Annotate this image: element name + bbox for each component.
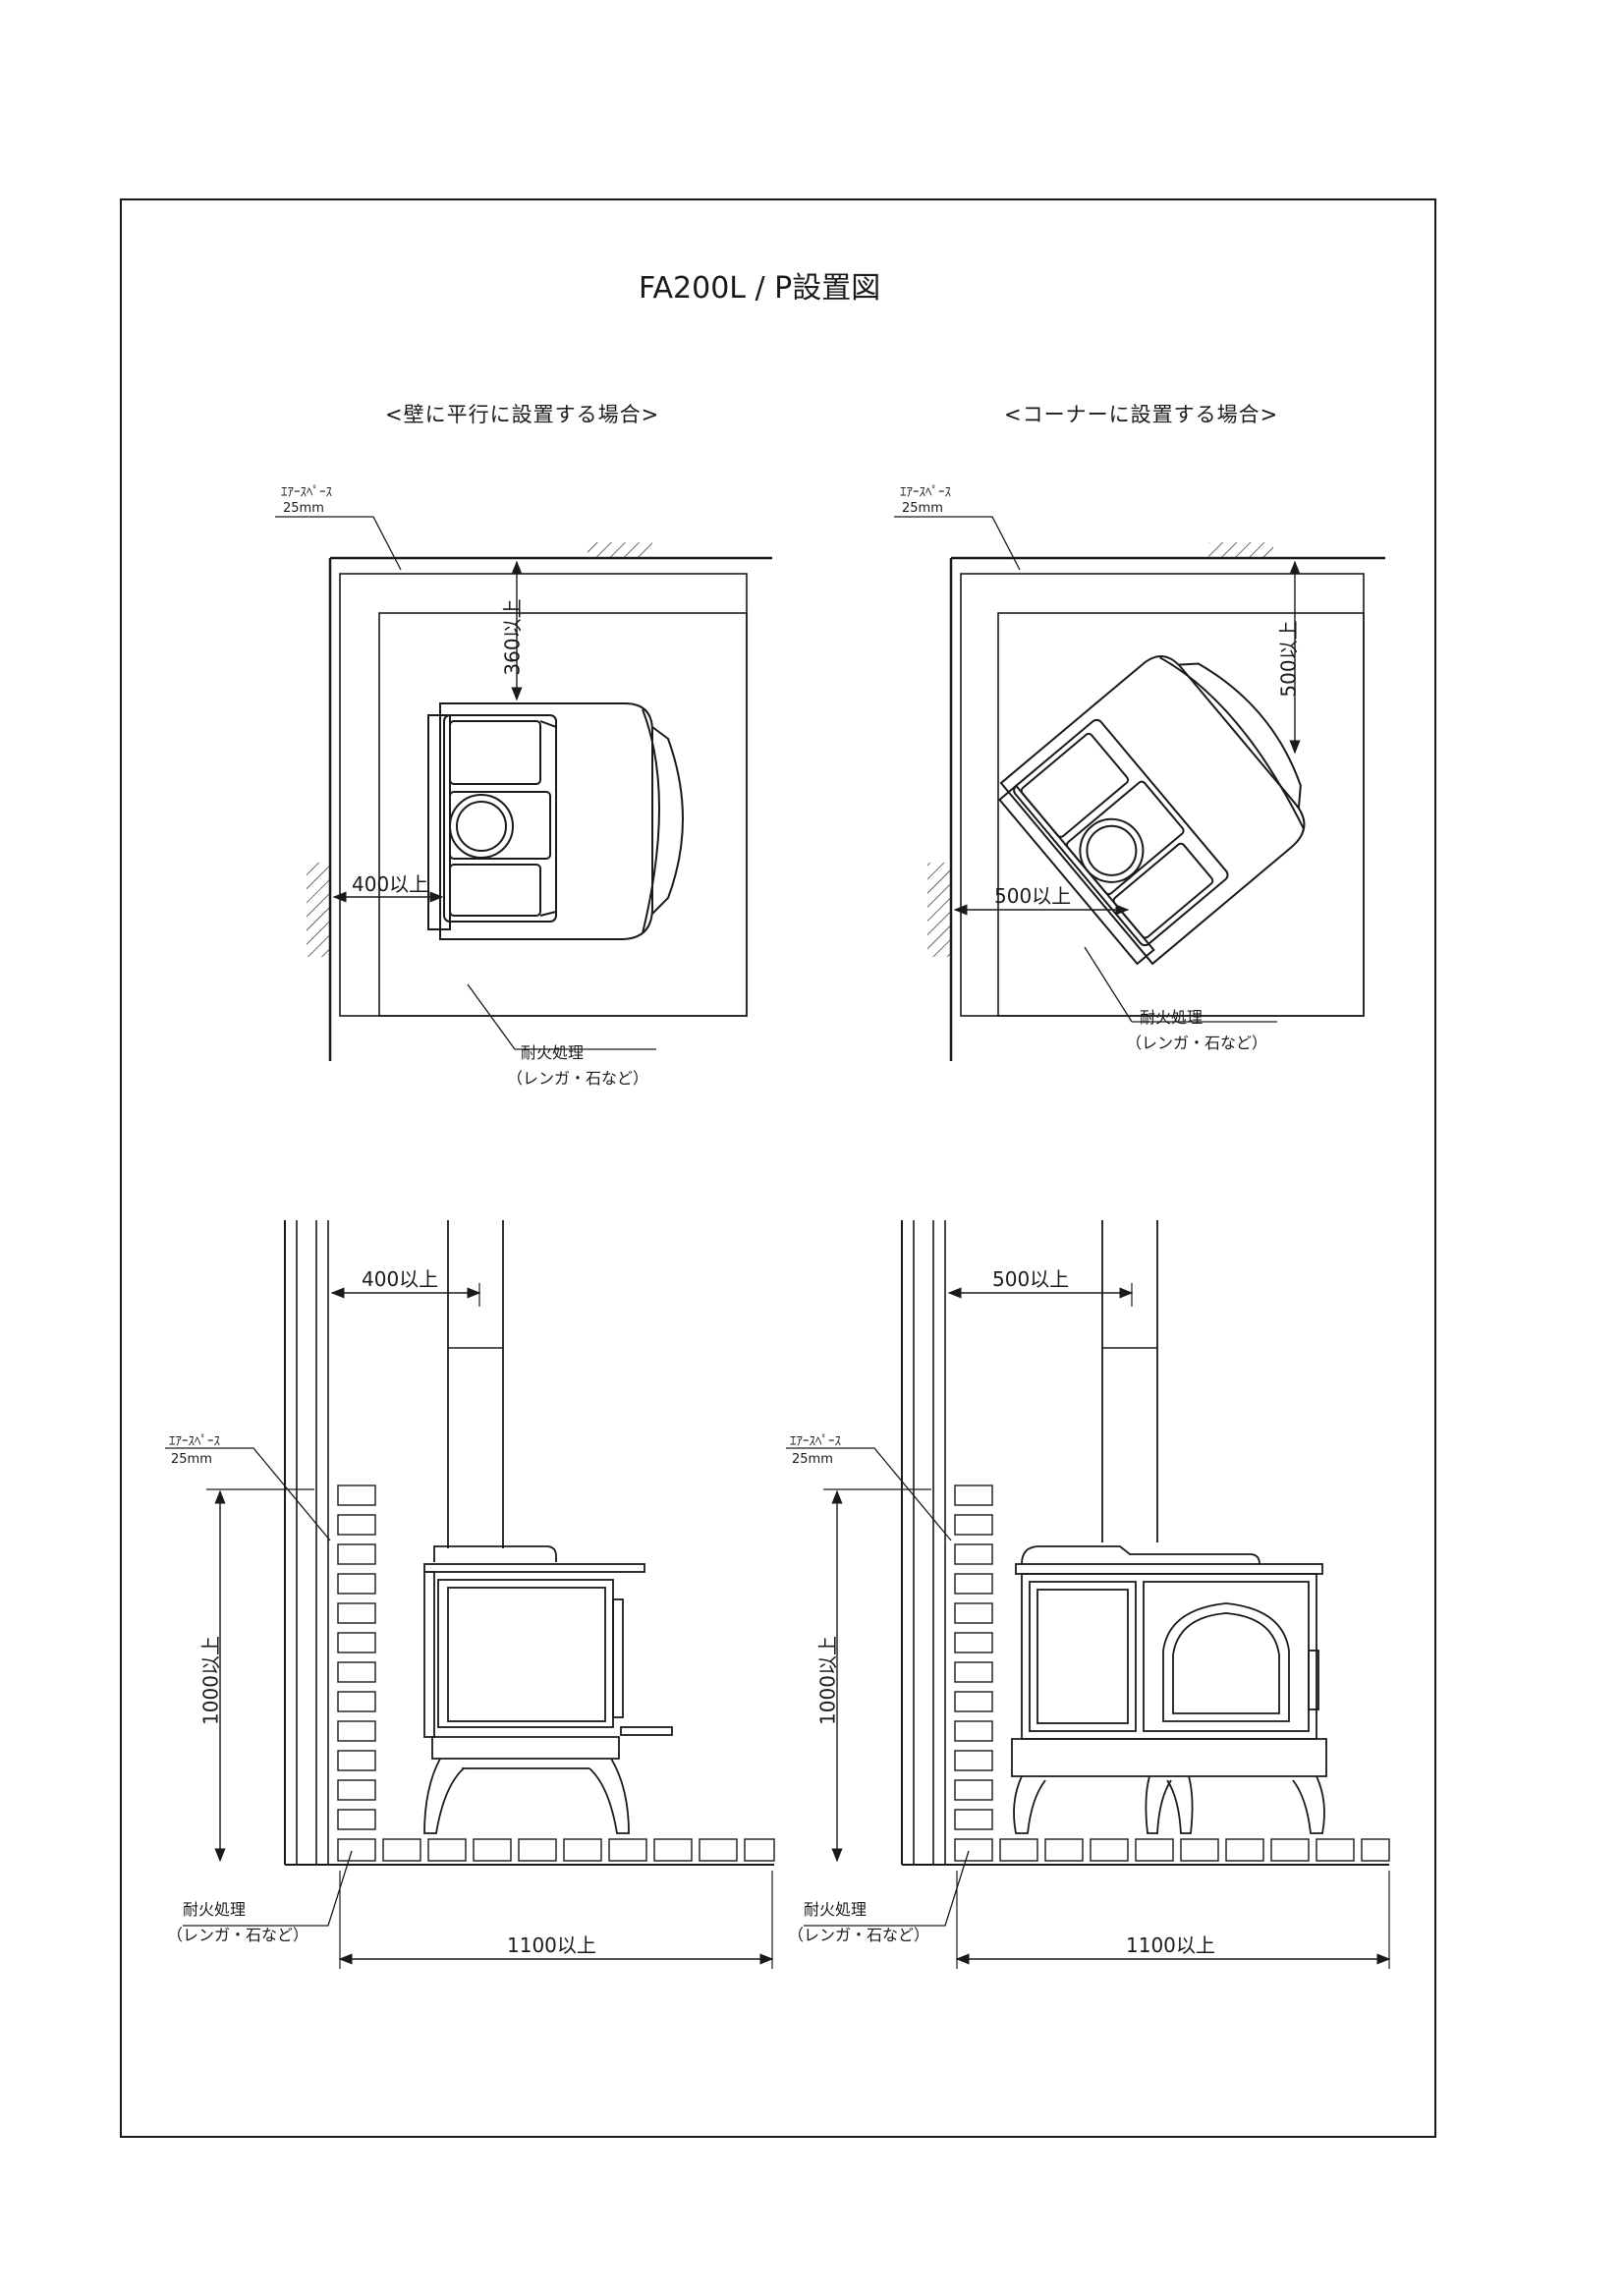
dim-label-1000: 1000以上 <box>198 1636 223 1725</box>
stove-front <box>1011 1545 1327 1834</box>
fireproof-note: （レンガ・石など） <box>167 1926 309 1944</box>
air-space-label: ｴｱｰｽﾍﾟｰｽ <box>790 1434 841 1449</box>
air-space-label: ｴｱｰｽﾍﾟｰｽ <box>169 1434 220 1449</box>
stove-plan-corner <box>997 655 1306 966</box>
air-space-value: 25mm <box>902 501 943 516</box>
page-title: FA200L / P設置図 <box>639 271 881 306</box>
fireproof-label: 耐火処理 <box>1140 1008 1204 1027</box>
fireproof-label: 耐火処理 <box>804 1900 868 1919</box>
plan-parallel <box>275 516 772 1061</box>
fireproof-note: （レンガ・石など） <box>1126 1034 1268 1052</box>
hearth-outline <box>997 612 1365 1017</box>
air-space-leader <box>275 516 402 571</box>
heading-parallel: <壁に平行に設置する場合> <box>385 403 660 426</box>
dim-label-1100: 1100以上 <box>507 1933 596 1957</box>
dim-label-360: 360以上 <box>500 598 525 676</box>
elevation-front <box>786 1220 1391 1969</box>
wall-hatch-top <box>1208 542 1273 558</box>
air-space-value: 25mm <box>792 1452 833 1467</box>
stove-side <box>423 1545 673 1834</box>
dim-label-1000: 1000以上 <box>815 1636 840 1725</box>
air-space-value: 25mm <box>171 1452 212 1467</box>
wall-hatch-top <box>588 542 652 558</box>
air-space-line <box>339 573 748 1017</box>
air-space-value: 25mm <box>283 501 324 516</box>
dim-label-500-plan: 500以上 <box>994 884 1072 908</box>
wall-hatch-left <box>927 863 951 957</box>
drawing-frame <box>120 198 1436 2138</box>
dim-label-1100: 1100以上 <box>1126 1933 1215 1957</box>
dim-label-500-back: 500以上 <box>1276 620 1301 698</box>
wall-hatch-left <box>307 863 330 957</box>
dim-label-400-elev: 400以上 <box>362 1267 439 1291</box>
stove-plan-parallel <box>427 702 684 940</box>
fireproof-label: 耐火処理 <box>521 1043 585 1062</box>
fireproof-label: 耐火処理 <box>183 1900 247 1919</box>
plan-corner <box>894 516 1385 1061</box>
fireproof-note: （レンガ・石など） <box>507 1069 649 1088</box>
elevation-side <box>165 1220 775 1969</box>
air-space-label: ｴｱｰｽﾍﾟｰｽ <box>900 485 951 500</box>
heading-corner: <コーナーに設置する場合> <box>1004 403 1279 426</box>
fireproof-note: （レンガ・石など） <box>788 1926 930 1944</box>
hearth-outline <box>378 612 748 1017</box>
dim-label-500-elev: 500以上 <box>992 1267 1070 1291</box>
dim-label-400-plan: 400以上 <box>352 872 429 896</box>
air-space-label: ｴｱｰｽﾍﾟｰｽ <box>281 485 332 500</box>
